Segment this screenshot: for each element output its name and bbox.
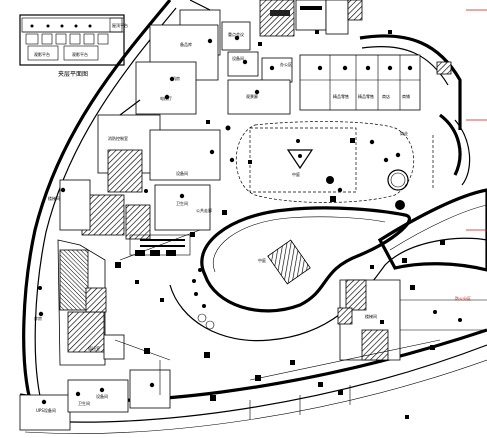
inset-label-3: 屋顶平台 — [112, 22, 128, 28]
inset-label-2: 观影平台 — [72, 51, 88, 57]
label-left-2: 卫生间 — [176, 200, 188, 206]
columns — [115, 30, 445, 419]
left-wing: 消防控制室 设备间 卫生间 楼梯间 公共走廊 — [48, 114, 221, 256]
label-top-room-d: 办公区 — [280, 61, 292, 67]
label-top-room-b: 设备间 — [232, 55, 244, 61]
label-shop-2: 精品零售 — [358, 93, 374, 99]
inset-label-1: 观影平台 — [34, 51, 50, 57]
central-plaza: 中庭 商业 — [225, 121, 434, 210]
label-left-1: 消防控制室 — [108, 135, 128, 141]
label-shop-1: 精品零售 — [333, 93, 349, 99]
label-top-room-a: 备品库 — [180, 41, 192, 47]
label-left-4: 库房 — [34, 315, 42, 321]
label-bottom-1: 卫生间 — [78, 400, 90, 406]
label-mid-c: 设备间 — [176, 170, 188, 176]
label-left-5: 值班室 — [88, 345, 100, 351]
label-top-room-c: 重点会议 — [228, 31, 244, 37]
label-shop-4: 商铺 — [402, 93, 410, 99]
right-wedge: 防火分区 — [377, 9, 487, 301]
lower-left-stairs: 库房 值班室 — [34, 239, 125, 366]
label-plaza: 中庭 — [292, 171, 300, 177]
label-mid-a: 机房 — [172, 75, 180, 81]
atrium: 中庭 — [169, 206, 487, 342]
label-corridor: 公共走廊 — [196, 207, 212, 213]
label-atrium: 中庭 — [258, 257, 266, 263]
label-lower-right: 楼梯间 — [365, 313, 377, 319]
label-mid-d: 观景廊 — [246, 93, 258, 99]
outer-envelope — [19, 0, 487, 434]
label-bottom-2: 设备间 — [96, 393, 108, 399]
label-shop-3: 商店 — [382, 93, 390, 99]
plan-caption: 夹层平面图 — [58, 70, 88, 78]
right-shops: 精品零售 精品零售 商店 商铺 — [299, 34, 471, 186]
label-right-red: 防火分区 — [455, 295, 471, 301]
inset-key-plan: 观影平台 观影平台 屋顶平台 夹层平面图 — [19, 14, 128, 78]
label-mid-b: 电梯厅 — [160, 95, 172, 101]
label-left-3: 楼梯间 — [48, 195, 60, 201]
bottom-rooms: UPS设备间 卫生间 设备间 — [19, 369, 171, 431]
misc-lines — [114, 99, 441, 420]
label-mid-e: 商业 — [400, 130, 408, 136]
lower-right-block: 楼梯间 — [337, 279, 487, 361]
top-blocks: 备品库 重点会议 设备间 办公区 机房 电梯厅 观景廊 — [135, 0, 363, 115]
label-bottom-3: UPS设备间 — [36, 407, 56, 413]
